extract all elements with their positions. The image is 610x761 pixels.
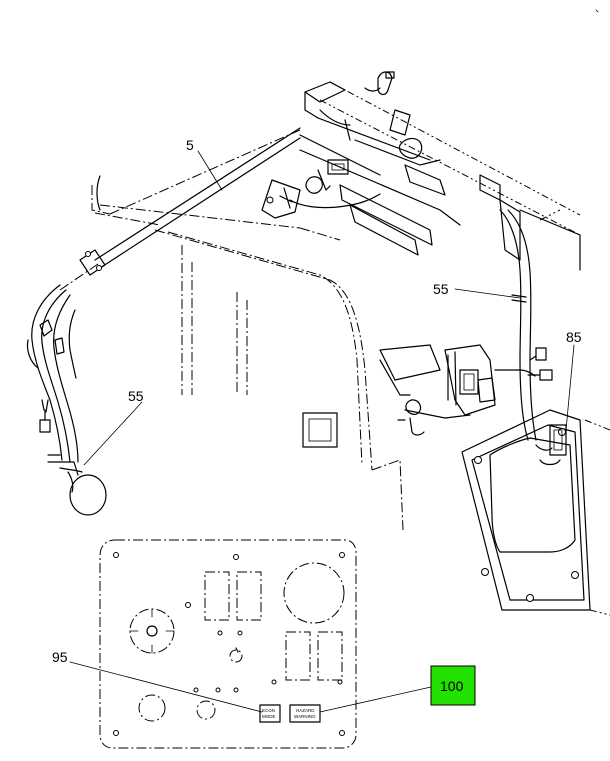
hazard-label-line1: HAZARD	[296, 708, 315, 713]
hazard-label-line2: WARNING	[294, 714, 316, 719]
econ-label-line2: MODE	[262, 714, 276, 719]
instrument-panel	[99, 539, 357, 749]
callout-5: 5	[186, 137, 194, 153]
callout-100-highlight	[430, 665, 476, 706]
cab-firewall	[91, 129, 404, 531]
callout-85: 85	[566, 329, 582, 345]
upper-rail-assembly	[261, 71, 581, 271]
callout-100: 100	[440, 678, 464, 694]
econ-label-line1: ECON	[262, 708, 275, 713]
corner-mark	[595, 9, 599, 13]
main-harness	[26, 127, 301, 516]
right-plate	[461, 409, 610, 616]
callout-55-left: 55	[128, 388, 144, 404]
callouts: 5 55 55 85 95 100	[52, 137, 582, 706]
relay-block	[379, 344, 536, 436]
callout-95: 95	[52, 649, 68, 665]
panel-switch-labels: ECON MODE HAZARD WARNING	[262, 708, 316, 719]
callout-55-top: 55	[433, 281, 449, 297]
leader-lines	[69, 150, 575, 713]
side-harness	[499, 209, 553, 441]
